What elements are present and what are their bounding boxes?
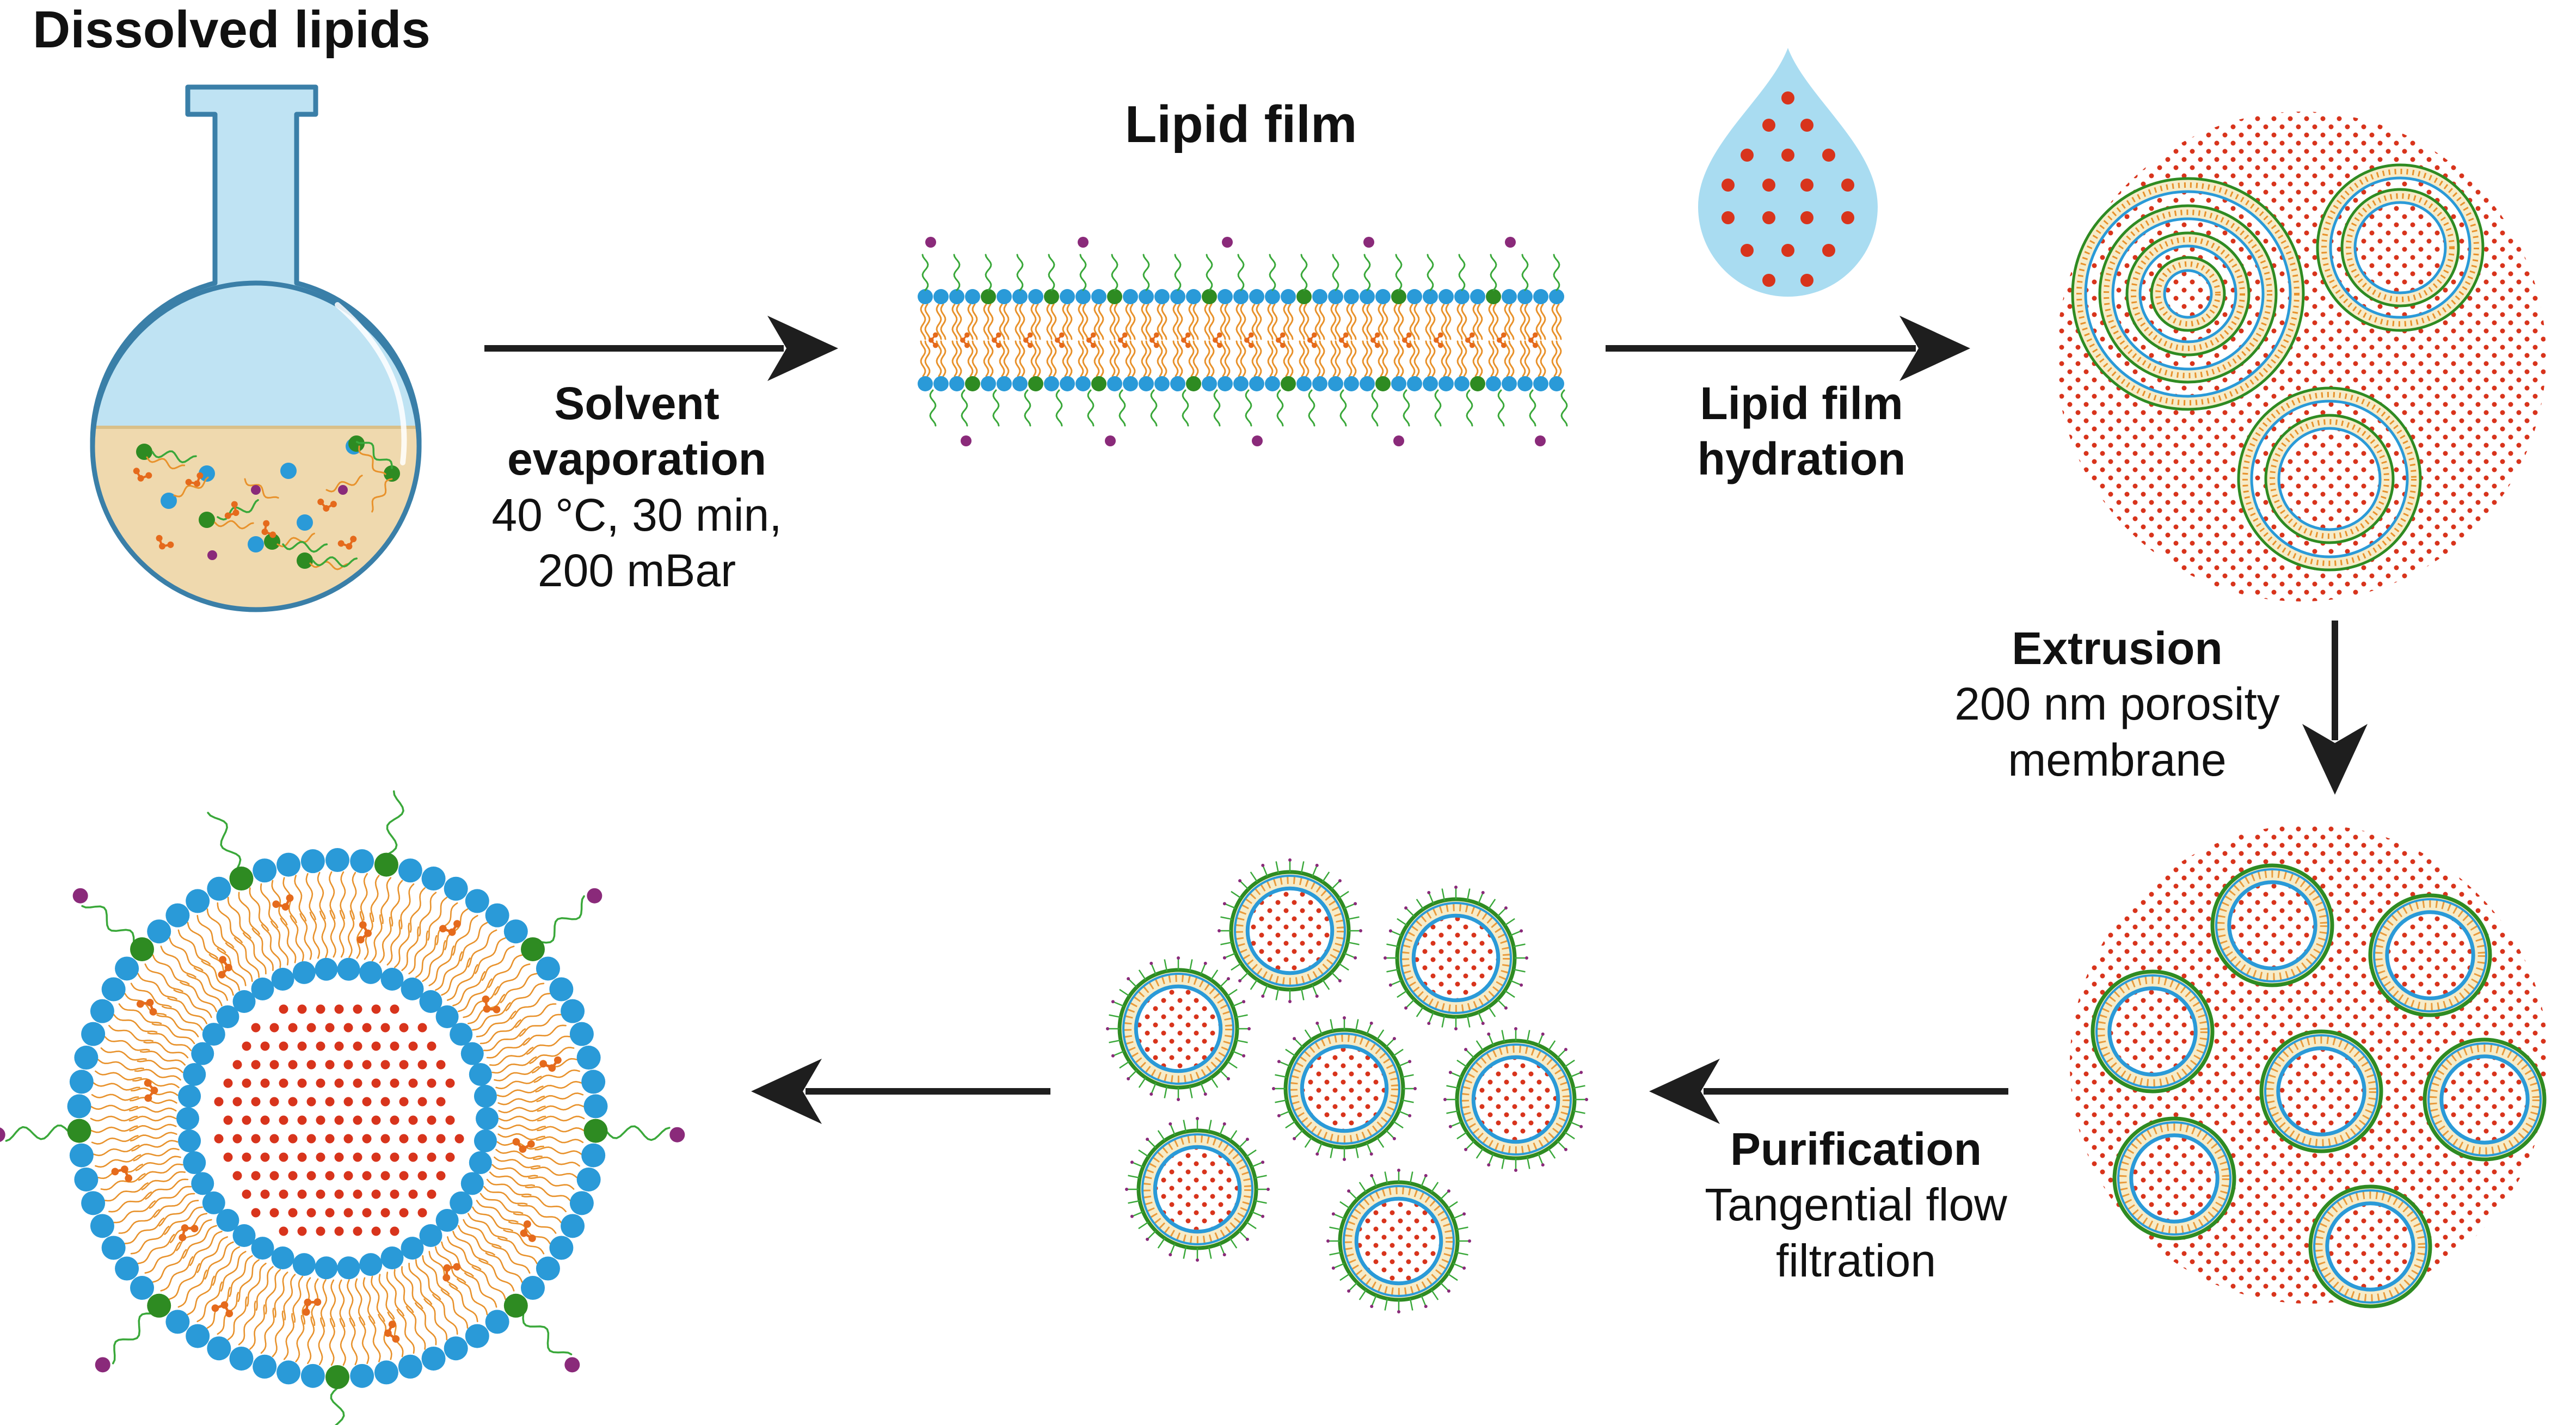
label-extrusion: Extrusion 200 nm porosity membrane <box>1899 621 2335 788</box>
label-purification-title: Purification <box>1730 1123 1982 1175</box>
label-solvent-evaporation: Solvent evaporation 40 °C, 30 min, 200 m… <box>430 376 844 599</box>
arrow-purification <box>1649 1059 2008 1124</box>
label-purification-detail-2: filtration <box>1775 1234 1936 1286</box>
label-solvent-evaporation-detail-1: 40 °C, 30 min, <box>491 489 782 540</box>
lipid-film-bilayer <box>918 237 1568 446</box>
title-dissolved-lipids: Dissolved lipids <box>33 1 431 59</box>
label-purification: Purification Tangential flow filtration <box>1638 1121 2074 1288</box>
arrow-lipid-film-hydration <box>1606 316 1970 381</box>
extruded-vesicles-panel <box>2070 825 2549 1309</box>
detailed-liposome <box>0 790 685 1425</box>
label-extrusion-detail-2: membrane <box>2008 734 2227 785</box>
label-purification-detail-1: Tangential flow <box>1705 1179 2007 1231</box>
label-lipid-film-hydration: Lipid film hydration <box>1595 376 2008 487</box>
title-lipid-film: Lipid film <box>1124 95 1357 153</box>
label-extrusion-title: Extrusion <box>2012 623 2223 674</box>
purified-vesicles <box>1106 858 1588 1313</box>
label-hydration-title-2: hydration <box>1697 433 1906 485</box>
arrow-extrusion <box>2302 621 2368 795</box>
dissolved-lipid-molecules <box>133 435 400 570</box>
label-solvent-evaporation-title-1: Solvent <box>554 378 720 429</box>
arrow-final <box>751 1059 1050 1124</box>
label-solvent-evaporation-title-2: evaporation <box>507 433 767 485</box>
round-bottom-flask <box>90 84 422 612</box>
label-hydration-title-1: Lipid film <box>1700 378 1903 429</box>
multilamellar-vesicles-panel <box>2056 112 2546 601</box>
arrow-solvent-evaporation <box>484 316 838 381</box>
label-extrusion-detail-1: 200 nm porosity <box>1954 678 2280 730</box>
label-solvent-evaporation-detail-2: 200 mBar <box>537 545 736 597</box>
aqueous-droplet <box>1698 48 1878 297</box>
